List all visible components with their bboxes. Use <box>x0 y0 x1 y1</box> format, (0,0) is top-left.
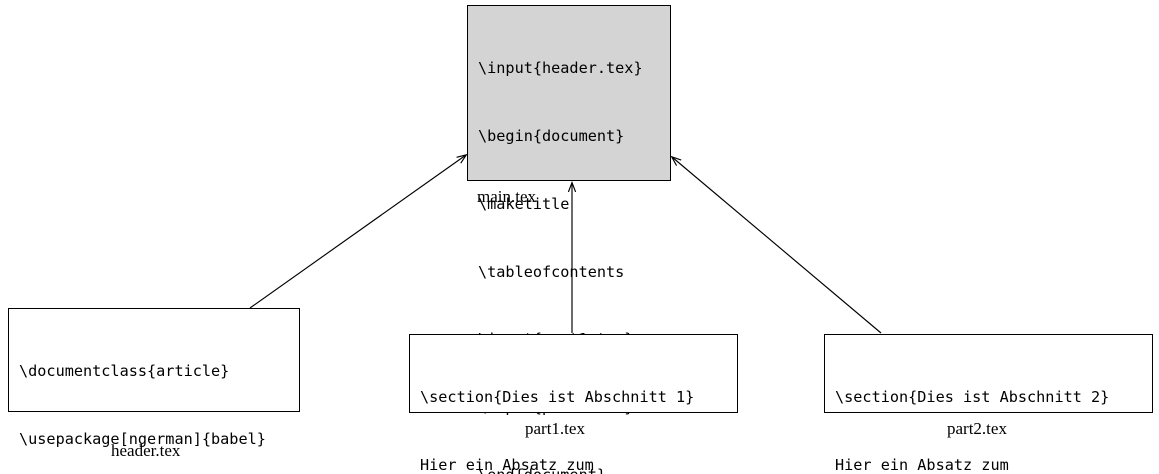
node-caption-header-tex: header.tex <box>111 441 181 460</box>
code-line: \section{Dies ist Abschnitt 2} <box>835 388 1110 407</box>
code-line: \tableofcontents <box>478 262 625 281</box>
node-header-tex[interactable]: \documentclass{article} \usepackage[nger… <box>8 308 300 448</box>
code-line: \end{document} <box>478 464 660 474</box>
code-line: \section{Dies ist Abschnitt 1} <box>420 388 695 407</box>
node-part2-tex[interactable]: \section{Dies ist Abschnitt 2} Hier ein … <box>824 334 1153 474</box>
code-line: Hier ein Absatz zum <box>420 455 594 474</box>
code-line: \begin{document} <box>478 126 625 145</box>
code-line: Hier ein Absatz zum <box>835 455 1009 474</box>
code-line: \documentclass{article} <box>19 362 230 381</box>
node-part1-tex[interactable]: \section{Dies ist Abschnitt 1} Hier ein … <box>409 334 738 474</box>
edge-part2-to-main <box>672 157 882 334</box>
node-caption-main-tex: main.tex <box>477 187 537 206</box>
code-line: \usepackage[ngerman]{babel} <box>19 429 266 448</box>
node-main-tex[interactable]: \input{header.tex} \begin{document} \mak… <box>467 5 671 474</box>
code-line: \maketitle <box>478 194 570 213</box>
code-line: \input{header.tex} <box>478 59 643 78</box>
edge-header-to-main <box>249 155 466 309</box>
node-caption-part1-tex: part1.tex <box>525 419 585 438</box>
node-caption-part2-tex: part2.tex <box>947 419 1007 438</box>
